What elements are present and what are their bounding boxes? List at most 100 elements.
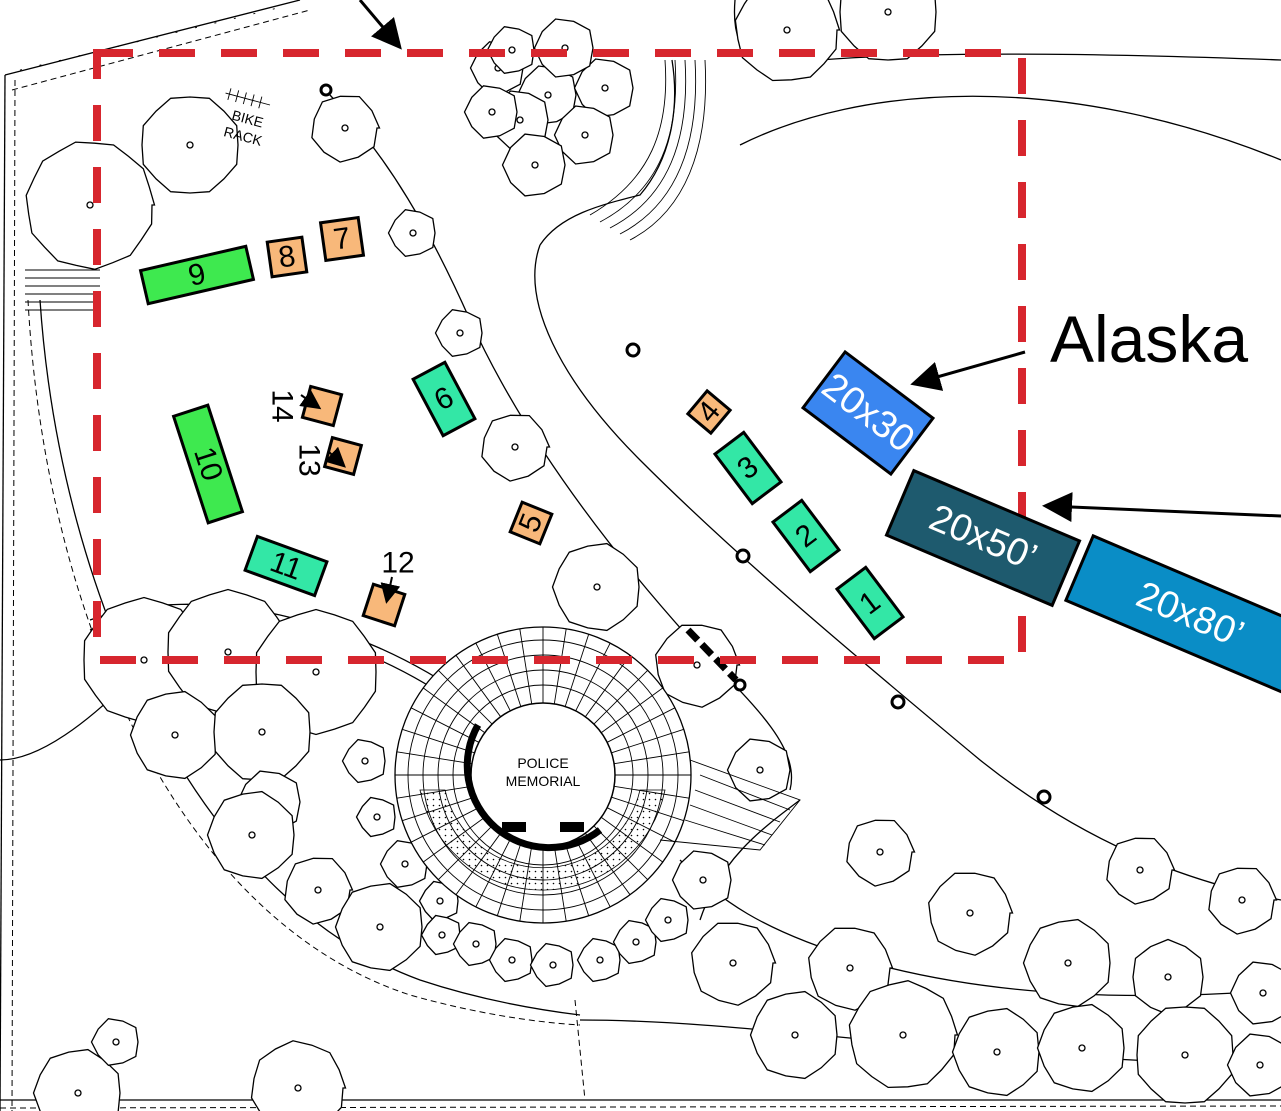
tree-47 bbox=[691, 922, 777, 1006]
tree-57 bbox=[90, 1018, 139, 1066]
tree-16 bbox=[734, 0, 841, 82]
booth-7: 7 bbox=[318, 215, 366, 263]
memorial-ramp bbox=[659, 759, 801, 851]
tree-56 bbox=[32, 1048, 121, 1111]
tree-24 bbox=[206, 790, 295, 880]
tree-48 bbox=[808, 927, 894, 1011]
booth-9: 9 bbox=[138, 244, 256, 306]
booth-1: 1 bbox=[834, 565, 906, 641]
tree-34 bbox=[529, 942, 574, 988]
booth-12: 12 bbox=[361, 547, 415, 628]
arrow-12 bbox=[380, 576, 401, 604]
tree-39 bbox=[726, 738, 791, 802]
booth-8: 8 bbox=[265, 235, 309, 279]
booth-14-label: 14 bbox=[266, 389, 299, 422]
tree-2 bbox=[311, 95, 381, 163]
booth-7-label: 7 bbox=[331, 221, 352, 256]
arrow-alaska bbox=[910, 350, 1026, 391]
tree-38 bbox=[671, 850, 732, 910]
booth-9-box bbox=[138, 244, 256, 306]
tent-2: 20x80’ bbox=[1063, 533, 1281, 697]
tree-1 bbox=[25, 141, 156, 270]
tent-2-box bbox=[1063, 533, 1281, 697]
tree-36 bbox=[612, 919, 657, 965]
tree-3 bbox=[387, 209, 436, 257]
tent-0: 20x30 bbox=[800, 349, 936, 477]
light-post-0 bbox=[625, 342, 641, 358]
booth-10: 10 bbox=[171, 403, 245, 525]
arrow-14 bbox=[299, 389, 322, 410]
light-post-4 bbox=[319, 83, 333, 97]
booth-7-box bbox=[318, 215, 366, 263]
booth-6-box bbox=[411, 360, 477, 438]
arrow-right bbox=[1042, 492, 1281, 523]
tent-1: 20x50’ bbox=[884, 468, 1082, 608]
booth-5: 5 bbox=[508, 500, 554, 546]
booth-13-label: 13 bbox=[293, 443, 326, 476]
tree-54 bbox=[1229, 961, 1281, 1025]
tree-28 bbox=[355, 796, 396, 838]
tree-46 bbox=[1132, 938, 1204, 1016]
tree-22 bbox=[213, 683, 311, 781]
booth-3-box bbox=[712, 430, 784, 506]
tree-6 bbox=[551, 542, 640, 632]
tree-11 bbox=[463, 85, 518, 139]
booth-10-box bbox=[171, 403, 245, 525]
police-memorial: POLICE MEMORIAL bbox=[394, 626, 801, 924]
trees bbox=[25, 0, 1281, 1111]
booth-14-box bbox=[300, 384, 344, 428]
tree-13 bbox=[501, 133, 566, 197]
event-boundary bbox=[93, 49, 1026, 664]
bench bbox=[685, 627, 739, 683]
tree-21 bbox=[129, 690, 218, 780]
tree-37 bbox=[644, 897, 689, 943]
tree-26 bbox=[334, 882, 423, 972]
booth-4-box bbox=[685, 388, 733, 436]
booth-1-box bbox=[834, 565, 906, 641]
booth-2-box bbox=[770, 498, 842, 574]
memorial-label-line1: POLICE bbox=[517, 755, 568, 771]
booth-13: 13 bbox=[293, 435, 364, 477]
tree-51 bbox=[951, 1007, 1040, 1097]
tree-25 bbox=[284, 857, 354, 925]
bike-rack-label-line1: BIKE bbox=[230, 107, 265, 131]
booth-11-box bbox=[243, 534, 329, 598]
tree-9 bbox=[573, 58, 634, 118]
booth-9-label: 9 bbox=[185, 257, 209, 293]
tree-43 bbox=[1022, 918, 1111, 1008]
tree-52 bbox=[1036, 1003, 1125, 1093]
arrows bbox=[299, 0, 1281, 604]
booth-12-label: 12 bbox=[381, 547, 414, 580]
arrow-top bbox=[358, 0, 402, 50]
tree-44 bbox=[1106, 837, 1176, 905]
tree-33 bbox=[488, 937, 533, 983]
tree-41 bbox=[846, 819, 916, 887]
booth-6: 6 bbox=[411, 360, 477, 438]
tree-40 bbox=[655, 624, 741, 708]
light-post-2 bbox=[890, 694, 906, 710]
tree-5 bbox=[481, 414, 551, 482]
tree-55 bbox=[1226, 1033, 1281, 1097]
arrow-13 bbox=[324, 446, 346, 468]
booth-2: 2 bbox=[770, 498, 842, 574]
tree-4 bbox=[434, 309, 483, 357]
light-post-5 bbox=[733, 678, 747, 692]
tree-14 bbox=[533, 18, 594, 78]
booth-11: 11 bbox=[243, 534, 329, 598]
tree-27 bbox=[341, 738, 386, 784]
light-post-1 bbox=[735, 548, 751, 564]
tree-50 bbox=[848, 980, 959, 1089]
tree-12 bbox=[553, 105, 614, 165]
booth-12-box bbox=[361, 582, 407, 628]
light-post-3 bbox=[1036, 789, 1052, 805]
tree-49 bbox=[749, 990, 838, 1080]
tree-45 bbox=[1208, 867, 1278, 935]
tree-32 bbox=[452, 921, 497, 967]
steps-left bbox=[25, 269, 100, 311]
booth-3: 3 bbox=[712, 430, 784, 506]
tree-42 bbox=[928, 872, 1014, 956]
booth-8-box bbox=[265, 235, 309, 279]
tree-35 bbox=[576, 937, 621, 983]
